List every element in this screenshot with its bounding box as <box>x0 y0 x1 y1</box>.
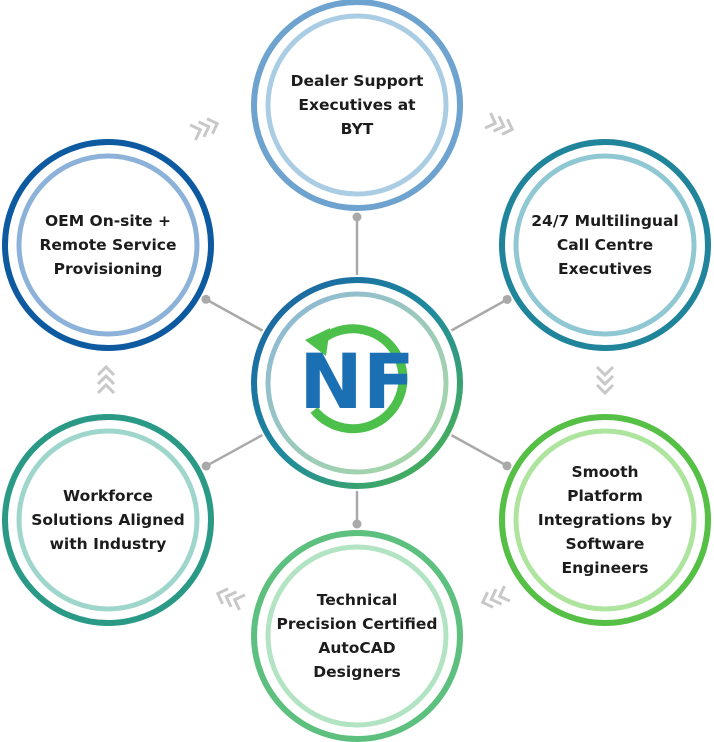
node-label-platform-integrations: Smooth Platform Integrations by Software… <box>537 463 673 577</box>
node-label-workforce-solutions: Workforce Solutions Aligned with Industr… <box>31 487 185 553</box>
connector-line <box>450 434 512 469</box>
nf-logo-icon: NF <box>299 324 415 434</box>
node-inner-ring <box>265 544 449 728</box>
node-label-autocad-designers: Technical Precision Certified AutoCAD De… <box>276 591 438 681</box>
logo-arrow-head <box>305 328 330 356</box>
node-label-oem-service: OEM On-site + Remote Service Provisionin… <box>39 212 177 278</box>
chevron <box>189 123 203 141</box>
logo-text: NF <box>299 337 415 426</box>
chevron <box>480 591 494 609</box>
chevron <box>492 115 506 133</box>
chevron <box>595 374 615 387</box>
chevron <box>96 364 116 377</box>
node-label-dealer-support: Dealer Support Executives at BYT <box>290 72 424 138</box>
chevron <box>96 382 116 395</box>
flow-arrow-icon <box>595 365 615 396</box>
connector-dot <box>502 461 512 471</box>
connector-line <box>202 433 263 470</box>
connector-dot <box>201 294 211 304</box>
node-label-call-centre: 24/7 Multilingual Call Centre Executives <box>531 212 679 278</box>
connector-line <box>450 296 512 332</box>
connector-line <box>201 296 264 332</box>
chevron <box>206 117 220 135</box>
chevron <box>197 120 211 138</box>
connector-dot <box>201 461 211 471</box>
node-inner-ring <box>513 153 697 337</box>
chevron <box>224 590 238 608</box>
chevron <box>489 588 503 606</box>
node-call-centre <box>499 139 711 351</box>
connector-dot <box>352 519 362 529</box>
connector-dot <box>502 294 512 304</box>
node-inner-ring <box>265 13 449 197</box>
chevron <box>501 118 515 136</box>
flow-arrow-icon <box>484 112 515 136</box>
node-workforce-solutions <box>2 414 214 626</box>
node-autocad-designers <box>251 530 463 742</box>
flow-arrow-icon <box>96 364 116 395</box>
node-platform-integrations <box>499 414 711 626</box>
connector-dot <box>352 212 362 222</box>
node-inner-ring <box>16 153 200 337</box>
logo-letter-n: N <box>299 337 363 426</box>
node-oem-service <box>2 139 214 351</box>
logo-cycle-arrow <box>310 324 408 434</box>
chevron <box>595 365 615 378</box>
node-dealer-support <box>251 0 463 211</box>
node-inner-ring <box>513 428 697 612</box>
chevron <box>96 373 116 386</box>
flow-arrow-icon <box>215 587 246 611</box>
flow-arrow-icon <box>189 117 220 141</box>
chevron <box>497 585 511 603</box>
logo-letter-f: F <box>363 337 415 426</box>
chevron <box>595 383 615 396</box>
flow-arrow-icon <box>480 585 511 609</box>
center-hub: NF <box>251 277 463 489</box>
chevron <box>484 112 498 130</box>
chevron <box>215 587 229 605</box>
node-inner-ring <box>16 428 200 612</box>
chevron <box>232 593 246 611</box>
